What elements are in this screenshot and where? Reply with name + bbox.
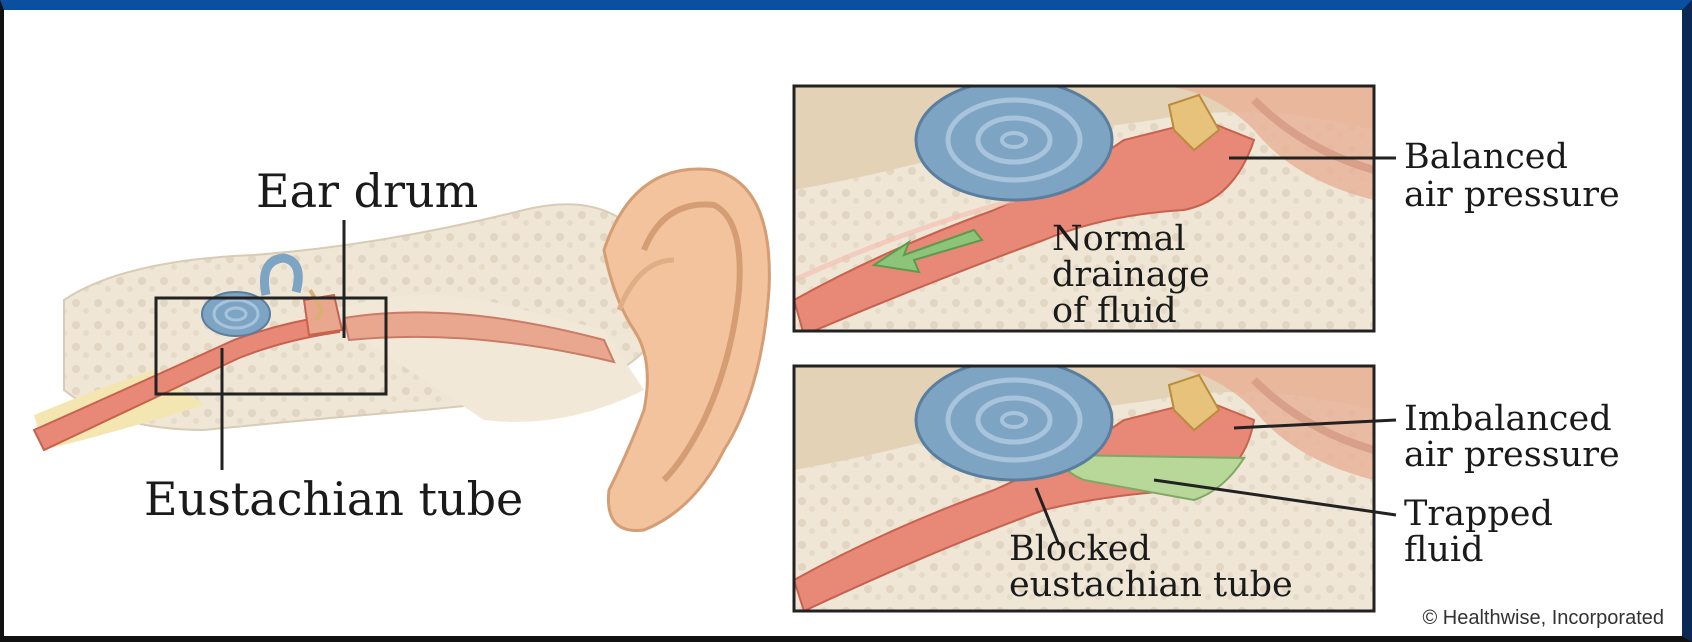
label-blocked-1: Blocked [1009,532,1151,567]
label-imbalanced-2: air pressure [1404,438,1620,473]
label-trapped-2: fluid [1404,533,1484,568]
label-normal-1: Normal [1052,222,1186,257]
label-balanced-1: Balanced [1404,140,1568,175]
label-ear-drum: Ear drum [256,168,478,214]
label-trapped-1: Trapped [1404,497,1553,532]
label-eustachian-tube: Eustachian tube [144,476,523,522]
copyright-credit: © Healthwise, Incorporated [1422,607,1664,630]
label-normal-2: drainage [1052,258,1210,293]
label-balanced-2: air pressure [1404,178,1620,213]
label-imbalanced-1: Imbalanced [1404,402,1612,437]
label-blocked-2: eustachian tube [1009,568,1293,603]
label-normal-3: of fluid [1052,294,1177,329]
